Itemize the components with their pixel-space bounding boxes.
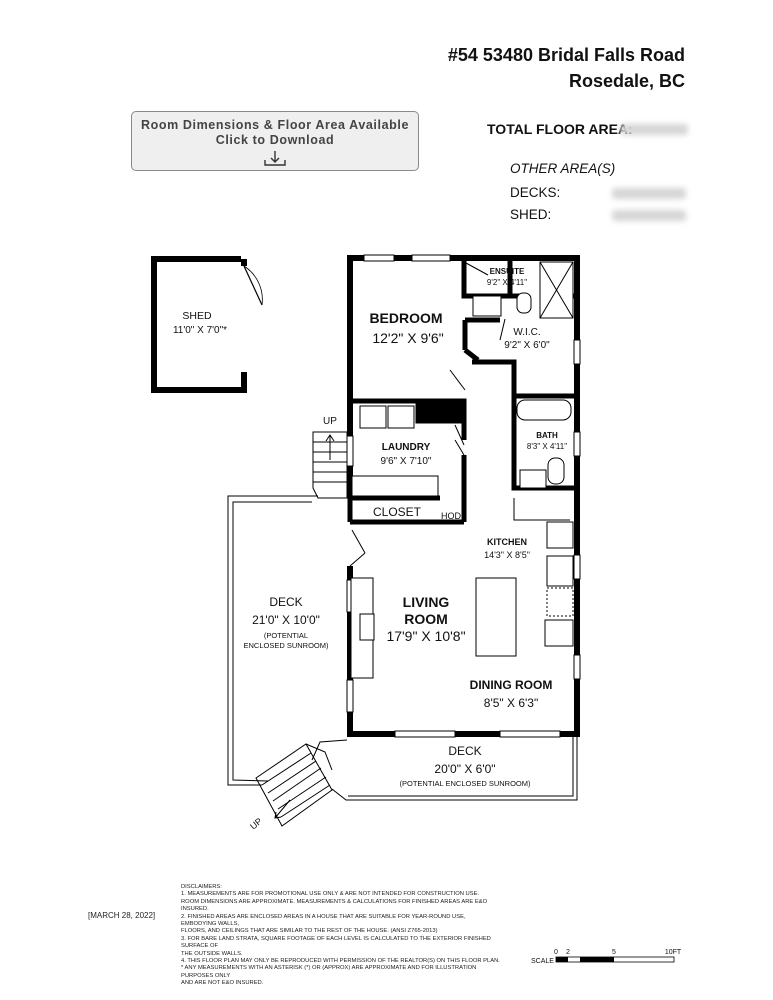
kitchen-dims: 14'3" X 8'5" — [484, 550, 530, 560]
room-labels: SHED 11'0" X 7'0"* BEDROOM 12'2" X 9'6" … — [173, 267, 567, 832]
shed-value-redacted — [612, 210, 686, 221]
scale-label: SCALE — [531, 958, 554, 965]
disclaimer-line: * ANY MEASUREMENTS WITH AN ASTERISK (*) … — [181, 965, 477, 979]
living-room-label-line1: LIVING — [403, 594, 450, 610]
left-deck-note-2: ENCLOSED SUNROOM) — [243, 641, 329, 650]
left-deck-label: DECK — [269, 595, 302, 609]
interior-walls — [347, 258, 577, 525]
left-deck-note-1: (POTENTIAL — [264, 631, 308, 640]
address-line-1: #54 53480 Bridal Falls Road — [447, 45, 685, 65]
hod-label: HOD — [441, 511, 462, 521]
decks-label: DECKS: — [510, 185, 561, 200]
download-button-line-1: Room Dimensions & Floor Area Available — [141, 118, 409, 132]
wic-dims: 9'2" X 6'0" — [504, 340, 550, 351]
bottom-deck-outline — [331, 737, 578, 801]
ensuite-dims: 9'2" X 4'11" — [487, 278, 527, 287]
bedroom-dims: 12'2" X 9'6" — [372, 330, 443, 346]
download-dimensions-button[interactable]: Room Dimensions & Floor Area Available C… — [131, 111, 419, 171]
download-icon — [264, 151, 286, 166]
dining-room-dims: 8'5" X 6'3" — [484, 696, 538, 710]
bottom-deck-dims: 20'0" X 6'0" — [434, 762, 495, 776]
stairs-bottom — [255, 743, 333, 827]
disclaimers: DISCLAIMERS: 1. MEASUREMENTS ARE FOR PRO… — [181, 884, 501, 988]
living-room-label-line2: ROOM — [404, 611, 448, 627]
scale-tick-0: 0 — [554, 949, 558, 956]
address-line-2: Rosedale, BC — [568, 71, 685, 91]
disclaimer-line: THE OUTSIDE WALLS. — [181, 950, 243, 957]
scale-tick-5: 5 — [612, 949, 616, 956]
living-room-dims: 17'9" X 10'8" — [386, 628, 465, 644]
closet-label: CLOSET — [373, 505, 422, 519]
shed-dims: 11'0" X 7'0"* — [173, 325, 227, 336]
bottom-deck-note: (POTENTIAL ENCLOSED SUNROOM) — [400, 779, 531, 788]
stairs-up-label-bottom: UP — [248, 816, 264, 832]
stairs-top — [312, 431, 348, 499]
disclaimer-line: 1. MEASUREMENTS ARE FOR PROMOTIONAL USE … — [181, 891, 480, 898]
disclaimer-line: 3. FOR BARE LAND STRATA, SQUARE FOOTAGE … — [181, 935, 491, 950]
bottom-deck-label: DECK — [448, 744, 481, 758]
left-deck-dims: 21'0" X 10'0" — [252, 613, 320, 627]
decks-value-redacted — [612, 188, 686, 199]
bath-dims: 8'3" X 4'11" — [527, 442, 567, 451]
ensuite-label: ENSUITE — [490, 267, 525, 276]
shed-label: SHED — [182, 310, 212, 322]
scale-tick-2: 2 — [566, 949, 570, 956]
disclaimer-line: 4. THIS FLOOR PLAN MAY ONLY BE REPRODUCE… — [181, 958, 500, 965]
dining-room-label: DINING ROOM — [470, 678, 553, 692]
kitchen-label: KITCHEN — [487, 537, 527, 547]
disclaimer-line: AND ARE NOT E&O INSURED. — [181, 980, 264, 987]
stairs-up-label-top: UP — [323, 416, 337, 427]
plan-date: [MARCH 28, 2022] — [88, 911, 156, 920]
total-floor-area-label: TOTAL FLOOR AREA: — [487, 121, 633, 137]
disclaimer-line: FLOORS, AND CEILINGS THAT ARE SIMILAR TO… — [181, 928, 438, 935]
total-floor-area-value-redacted — [620, 124, 688, 135]
disclaimers-title: DISCLAIMERS: — [181, 884, 222, 890]
bedroom-label: BEDROOM — [369, 310, 442, 326]
scale-tick-10ft: 10FT — [665, 949, 682, 956]
fixtures — [350, 261, 574, 679]
disclaimer-line: 2. FINISHED AREAS ARE ENCLOSED AREAS IN … — [181, 913, 466, 928]
scale-bar: SCALE 0 2 5 10FT — [531, 949, 682, 965]
laundry-label: LAUNDRY — [382, 442, 431, 453]
laundry-dims: 9'6" X 7'10" — [381, 456, 432, 467]
download-button-line-2: Click to Download — [215, 133, 335, 147]
shed-area-label: SHED: — [510, 207, 552, 222]
other-areas-label: OTHER AREA(S) — [510, 161, 616, 176]
wic-label: W.I.C. — [513, 327, 540, 338]
shed-walls — [151, 256, 263, 393]
door-swings — [349, 262, 506, 567]
windows — [346, 254, 581, 738]
disclaimer-line: ROOM DIMENSIONS ARE APPROXIMATE. MEASURE… — [181, 898, 488, 913]
left-deck-outline — [227, 495, 348, 786]
bath-label: BATH — [536, 431, 558, 440]
